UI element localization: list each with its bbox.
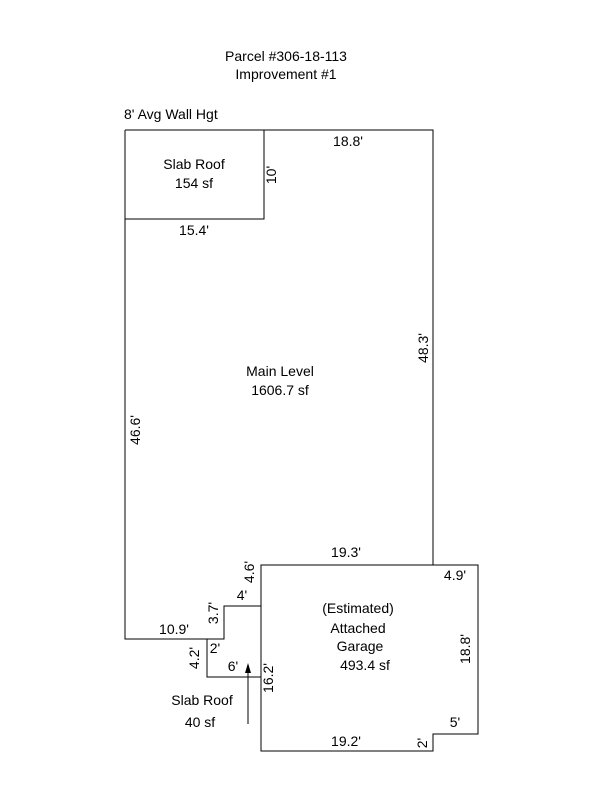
dim-notch-height: 2': [414, 738, 430, 748]
slab-roof-top-name: Slab Roof: [163, 156, 225, 172]
dim-garage-bottom: 19.2': [331, 733, 361, 749]
garage-outline: [260, 564, 479, 752]
dim-notch-width: 5': [450, 714, 460, 730]
dim-garage-right: 18.8': [457, 634, 473, 664]
slab-roof-top-area: 154 sf: [175, 175, 213, 191]
slab-roof-top-outline: [125, 130, 265, 220]
pointer-arrow-head: [245, 663, 251, 673]
dim-main-bottom: 10.9': [159, 621, 189, 637]
main-level-name: Main Level: [246, 363, 314, 379]
dim-main-left: 46.6': [127, 415, 143, 445]
garage-label-line3: Garage: [337, 638, 384, 654]
main-level-area: 1606.7 sf: [251, 382, 309, 398]
parcel-title: Parcel #306-18-113: [225, 48, 347, 64]
dim-step-a-width: 4': [237, 587, 247, 603]
garage-label-line2: Attached: [330, 620, 385, 636]
dim-garage-left: 16.2': [260, 663, 276, 693]
dim-step-c-height: 4.2': [186, 647, 202, 669]
garage-label-line1: (Estimated): [322, 600, 394, 616]
dim-garage-top: 19.3': [331, 544, 361, 560]
dim-step-c-width: 6': [228, 658, 238, 674]
garage-area: 493.4 sf: [340, 657, 390, 673]
dim-step-b-width: 2': [210, 640, 220, 656]
dim-slab-width: 15.4': [179, 222, 209, 238]
dim-garage-top-right: 4.9': [444, 567, 466, 583]
improvement-title: Improvement #1: [235, 66, 336, 82]
dim-slab-height: 10': [263, 166, 279, 184]
slab-roof-bottom-name: Slab Roof: [171, 692, 233, 708]
dim-top-right: 18.8': [333, 133, 363, 149]
wall-height-label: 8' Avg Wall Hgt: [124, 106, 218, 122]
dim-main-right: 48.3': [415, 333, 431, 363]
dim-step-a-height: 3.7': [205, 602, 221, 624]
slab-roof-bottom-outline: [206, 638, 261, 678]
slab-roof-bottom-area: 40 sf: [185, 714, 215, 730]
dim-garage-step-height: 4.6': [241, 561, 257, 583]
